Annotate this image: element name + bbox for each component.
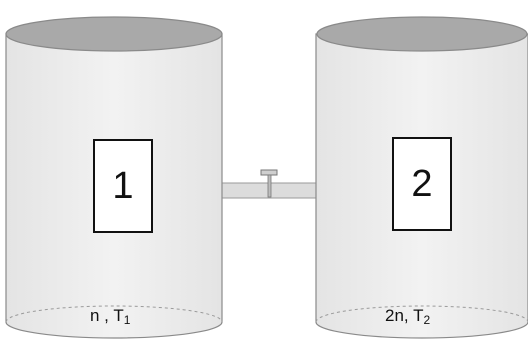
container-2-temp-symbol: T (413, 306, 424, 325)
container-2-moles: 2n, (385, 306, 409, 325)
container-1-state: n , T1 (90, 306, 130, 327)
container-1-temp-index: 1 (123, 313, 131, 327)
container-2-state: 2n, T2 (385, 306, 430, 327)
container-2-label-box: 2 (392, 137, 452, 231)
container-2-label: 2 (411, 162, 433, 205)
container-2-temp-index: 2 (423, 313, 431, 327)
container-1-label: 1 (112, 164, 134, 207)
container-1-temp-symbol: T (113, 306, 124, 325)
valve-icon[interactable] (260, 169, 278, 198)
container-1-label-box: 1 (93, 139, 153, 233)
container-1-moles: n , (90, 306, 109, 325)
